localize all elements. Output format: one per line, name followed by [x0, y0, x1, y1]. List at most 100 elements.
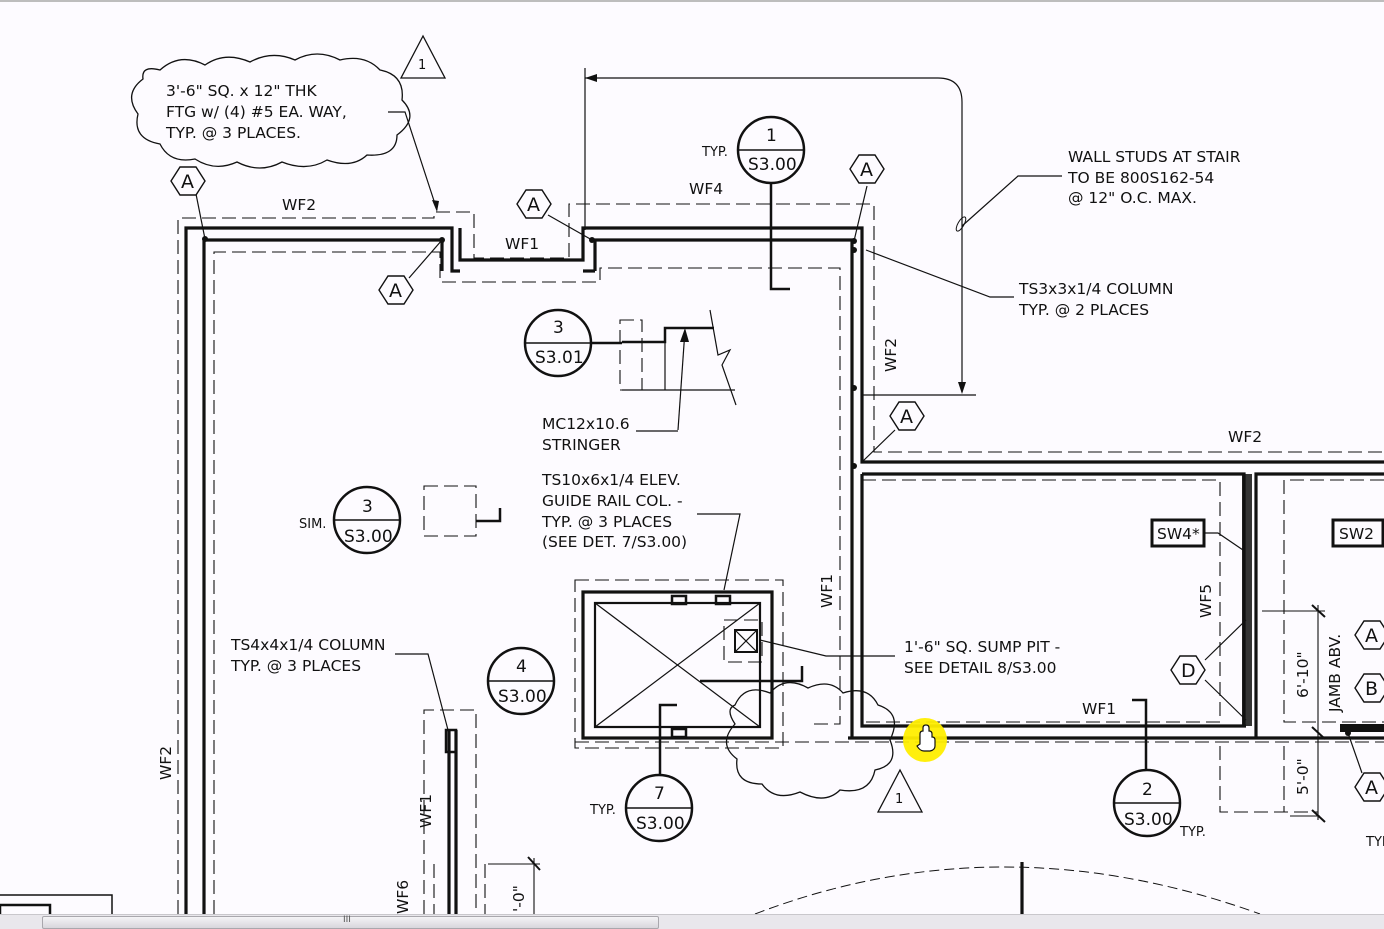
hex-tag[interactable]: B	[1354, 673, 1384, 703]
note-text: TYP. @ 3 PLACES.	[165, 124, 301, 142]
hex-tag[interactable]: A	[516, 189, 552, 219]
note-text: TO BE 800S162-54	[1067, 169, 1214, 187]
hand-pan-cursor-icon	[916, 724, 936, 752]
revision-cloud	[725, 681, 896, 799]
svg-text:A: A	[900, 406, 913, 428]
svg-text:4: 4	[516, 657, 527, 677]
hex-tag[interactable]: A	[378, 275, 414, 305]
leader-line	[1204, 679, 1247, 721]
note-text: TYP. @ 3 PLACES	[541, 513, 672, 531]
wall-label: WF1	[818, 574, 836, 608]
svg-text:7: 7	[654, 784, 665, 804]
svg-text:S3.00: S3.00	[748, 155, 797, 175]
note-text: 3'-6" SQ. x 12" THK	[166, 82, 318, 100]
svg-text:TYP.: TYP.	[701, 145, 728, 160]
leader-line	[1204, 619, 1247, 661]
dimension-text: JAMB ABV.	[1326, 634, 1344, 713]
detail-bubble[interactable]: 3 S3.00 SIM.	[299, 485, 402, 555]
svg-text:D: D	[1181, 660, 1196, 682]
partial-box	[0, 894, 113, 914]
dimension-text: 6'-10"	[1294, 651, 1312, 698]
svg-text:SIM.: SIM.	[299, 517, 326, 532]
arrow-icon	[432, 200, 439, 212]
note-text: SEE DETAIL 8/S3.00	[904, 659, 1057, 677]
svg-text:A: A	[1365, 777, 1378, 799]
hex-tag[interactable]: A	[170, 166, 206, 196]
svg-text:A: A	[860, 159, 873, 181]
svg-text:S3.00: S3.00	[636, 814, 685, 834]
svg-text:S3.00: S3.00	[498, 687, 547, 707]
hex-tag[interactable]: A	[1354, 620, 1384, 650]
elevator-shaft-x	[594, 602, 761, 728]
svg-text:A: A	[389, 280, 402, 302]
wall-label: WF1	[417, 794, 435, 828]
note-text: TS3x3x1/4 COLUMN	[1018, 280, 1173, 298]
detail-bubble[interactable]: 7 S3.00 TYP.	[589, 773, 694, 843]
note-text: @ 12" O.C. MAX.	[1068, 189, 1197, 207]
svg-text:B: B	[1365, 678, 1378, 700]
note-text: GUIDE RAIL COL. -	[542, 492, 683, 510]
svg-text:TYP.: TYP.	[1179, 825, 1206, 840]
dimension-text: TYP	[1365, 835, 1384, 850]
wall-label: WF2	[157, 746, 175, 780]
wall-label: WF6	[394, 880, 412, 914]
note-text: FTG w/ (4) #5 EA. WAY,	[166, 103, 347, 121]
svg-text:S3.01: S3.01	[535, 348, 584, 368]
stair	[622, 309, 737, 431]
note-text: TYP. @ 2 PLACES	[1018, 301, 1149, 319]
leader-line	[861, 429, 896, 463]
horizontal-scrollbar[interactable]: III	[0, 914, 1384, 929]
svg-text:SW2: SW2	[1339, 525, 1374, 543]
svg-text:1: 1	[418, 58, 426, 73]
svg-text:3: 3	[362, 497, 373, 517]
svg-text:A: A	[1365, 625, 1378, 647]
scrollbar-grip: III	[343, 915, 351, 925]
detail-bubble[interactable]: 3 S3.01	[523, 308, 593, 378]
note-text: 1'-6" SQ. SUMP PIT -	[904, 638, 1060, 656]
leader-line	[388, 111, 438, 211]
dimension-line	[488, 604, 1326, 914]
dimension-text: 5'-0"	[1294, 758, 1312, 795]
svg-text:2: 2	[1142, 780, 1153, 800]
svg-text:TYP.: TYP.	[589, 803, 616, 818]
column-marks	[444, 240, 1148, 754]
hex-tag[interactable]: A	[849, 154, 885, 184]
detail-bubble[interactable]: 4 S3.00	[486, 646, 556, 716]
shear-wall-tag[interactable]: SW2	[1331, 518, 1384, 548]
svg-text:3: 3	[553, 318, 564, 338]
note-text: TYP. @ 3 PLACES	[230, 657, 361, 675]
footing-outline	[177, 203, 1384, 914]
wall-label: WF1	[1082, 700, 1116, 718]
note-text: STRINGER	[542, 436, 621, 454]
hex-tag[interactable]: A	[889, 401, 925, 431]
svg-text:1: 1	[895, 792, 903, 807]
revision-triangle[interactable]: 1	[399, 34, 447, 79]
svg-text:S3.00: S3.00	[1124, 810, 1173, 830]
hex-tag[interactable]: D	[1170, 655, 1206, 685]
cursor-highlight	[903, 718, 947, 762]
leader-line	[853, 185, 868, 242]
scrollbar-thumb[interactable]: III	[42, 915, 659, 929]
wall-label: WF4	[689, 180, 723, 198]
leader-line	[547, 214, 593, 241]
dimension-text: '-0"	[510, 885, 528, 912]
revision-triangle[interactable]: 1	[876, 768, 924, 813]
shear-wall-tag[interactable]: SW4*	[1150, 518, 1206, 548]
svg-text:A: A	[527, 194, 540, 216]
note-text: TS10x6x1/4 ELEV.	[541, 471, 681, 489]
note-text: (SEE DET. 7/S3.00)	[542, 533, 687, 551]
detail-bubble[interactable]: 1 S3.00 TYP.	[701, 115, 806, 185]
wall-label: WF1	[505, 235, 539, 253]
revision-cloud	[131, 53, 411, 169]
wall-label: WF2	[1228, 428, 1262, 446]
leader-line	[408, 239, 443, 279]
wall	[184, 226, 1384, 914]
svg-text:SW4*: SW4*	[1157, 525, 1200, 543]
svg-text:S3.00: S3.00	[344, 527, 393, 547]
window-top-edge	[0, 0, 1384, 2]
arc-line	[754, 866, 1261, 914]
note-text: TS4x4x1/4 COLUMN	[230, 636, 385, 654]
hex-tag[interactable]: A	[1354, 772, 1384, 802]
detail-bubble[interactable]: 2 S3.00 TYP.	[1112, 768, 1206, 840]
